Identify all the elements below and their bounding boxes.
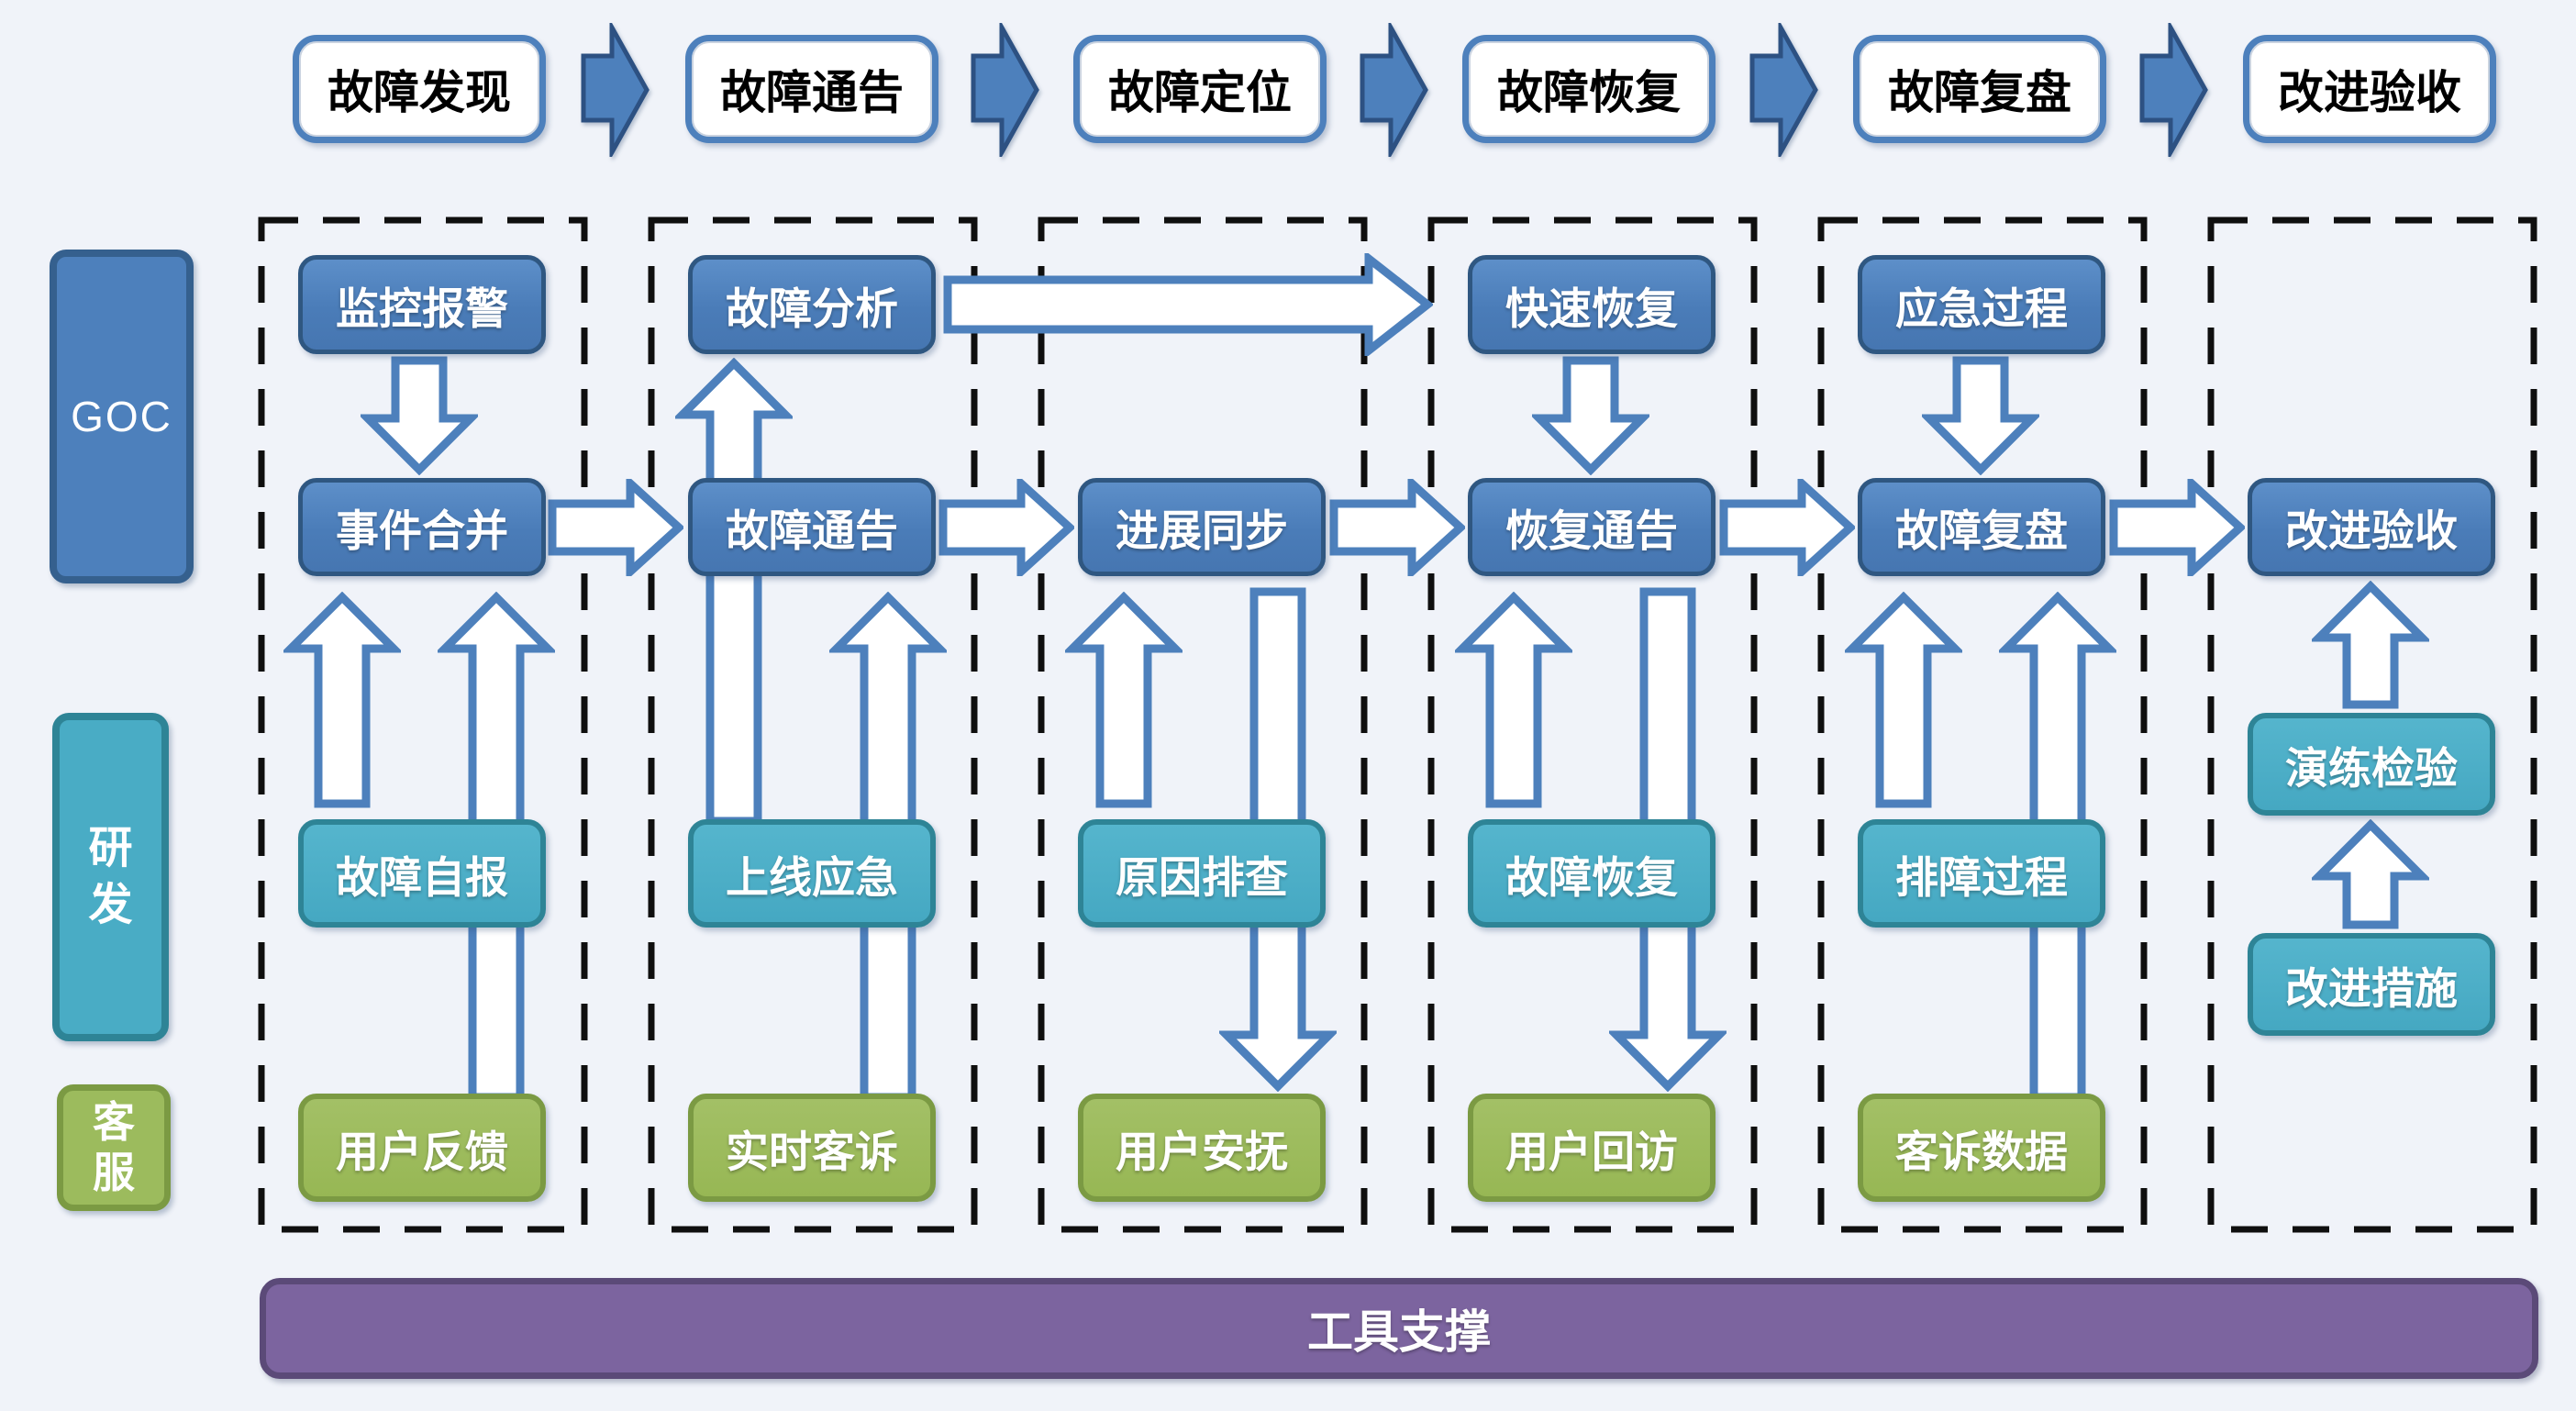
stage-fault-review: 故障复盘 — [1853, 35, 2106, 143]
box-quick-recovery: 快速恢复 — [1468, 255, 1715, 354]
up-arrow-troubleshooting-to-review — [1845, 592, 1962, 808]
box-user-appeasement: 用户安抚 — [1078, 1094, 1326, 1202]
lane-goc: GOC — [50, 250, 194, 583]
dashed-column-fault-review — [1817, 217, 2148, 1233]
box-progress-sync: 进展同步 — [1078, 478, 1326, 576]
stage-fault-notification: 故障通告 — [685, 35, 938, 143]
right-arrow-recovery-notice-to-review — [1719, 479, 1855, 576]
stage-fault-discovery: 故障发现 — [293, 35, 546, 143]
tool-support-bar: 工具支撑 — [260, 1278, 2538, 1379]
stage-chevron-arrow-icon — [1360, 23, 1428, 157]
up-arrow-investigation-to-progress-sync — [1065, 592, 1183, 808]
box-cause-investigation: 原因排查 — [1078, 819, 1326, 928]
box-complaint-data: 客诉数据 — [1858, 1094, 2105, 1202]
dashed-column-fault-localization — [1038, 217, 1368, 1233]
box-monitoring-alarm: 监控报警 — [298, 255, 546, 354]
box-fault-recovery: 故障恢复 — [1468, 819, 1715, 928]
box-emergency-process: 应急过程 — [1858, 255, 2105, 354]
up-arrow-self-report-to-event-merge — [283, 592, 401, 808]
box-user-revisit: 用户回访 — [1468, 1094, 1715, 1202]
box-fault-analysis: 故障分析 — [688, 255, 936, 354]
box-recovery-notification: 恢复通告 — [1468, 478, 1715, 576]
dashed-column-fault-notification — [648, 217, 978, 1233]
stage-fault-localization: 故障定位 — [1073, 35, 1327, 143]
box-fault-review: 故障复盘 — [1858, 478, 2105, 576]
stage-chevron-arrow-icon — [581, 23, 650, 157]
stage-chevron-arrow-icon — [1749, 23, 1818, 157]
box-improvement-acceptance: 改进验收 — [2248, 478, 2495, 576]
box-event-merge: 事件合并 — [298, 478, 546, 576]
box-improvement-measures: 改进措施 — [2248, 933, 2495, 1036]
box-online-emergency: 上线应急 — [688, 819, 936, 928]
down-arrow-monitoring-to-event-merge — [361, 356, 478, 475]
dashed-column-fault-recovery — [1427, 217, 1758, 1233]
right-arrow-progress-sync-to-recovery-notice — [1329, 479, 1465, 576]
stage-chevron-arrow-icon — [971, 23, 1039, 157]
right-arrow-review-to-acceptance — [2109, 479, 2245, 576]
dashed-column-fault-discovery — [258, 217, 588, 1233]
lane-customer-service: 客 服 — [57, 1084, 171, 1211]
box-user-feedback: 用户反馈 — [298, 1094, 546, 1202]
box-fault-notification: 故障通告 — [688, 478, 936, 576]
up-arrow-fault-recovery-to-notice — [1455, 592, 1572, 808]
up-arrow-emergency-to-fault-analysis — [675, 358, 793, 821]
right-arrow-event-merge-to-fault-notice — [548, 479, 683, 576]
stage-improvement-acceptance: 改进验收 — [2243, 35, 2496, 143]
up-arrow-drill-to-acceptance — [2312, 581, 2429, 709]
stage-fault-recovery: 故障恢复 — [1462, 35, 1715, 143]
down-arrow-emergency-process-to-review — [1922, 356, 2039, 475]
dashed-column-improvement-acceptance — [2207, 217, 2537, 1233]
box-fault-self-report: 故障自报 — [298, 819, 546, 928]
stage-chevron-arrow-icon — [2139, 23, 2208, 157]
box-drill-verification: 演练检验 — [2248, 713, 2495, 816]
right-arrow-fault-notice-to-progress-sync — [938, 479, 1074, 576]
box-troubleshooting-process: 排障过程 — [1858, 819, 2105, 928]
right-arrow-fault-analysis-to-quick-recovery — [943, 253, 1433, 356]
down-arrow-quick-recovery-to-notice — [1532, 356, 1649, 475]
box-realtime-complaints: 实时客诉 — [688, 1094, 936, 1202]
lane-research-dev: 研 发 — [52, 713, 169, 1041]
up-arrow-measures-to-drill — [2312, 819, 2429, 929]
